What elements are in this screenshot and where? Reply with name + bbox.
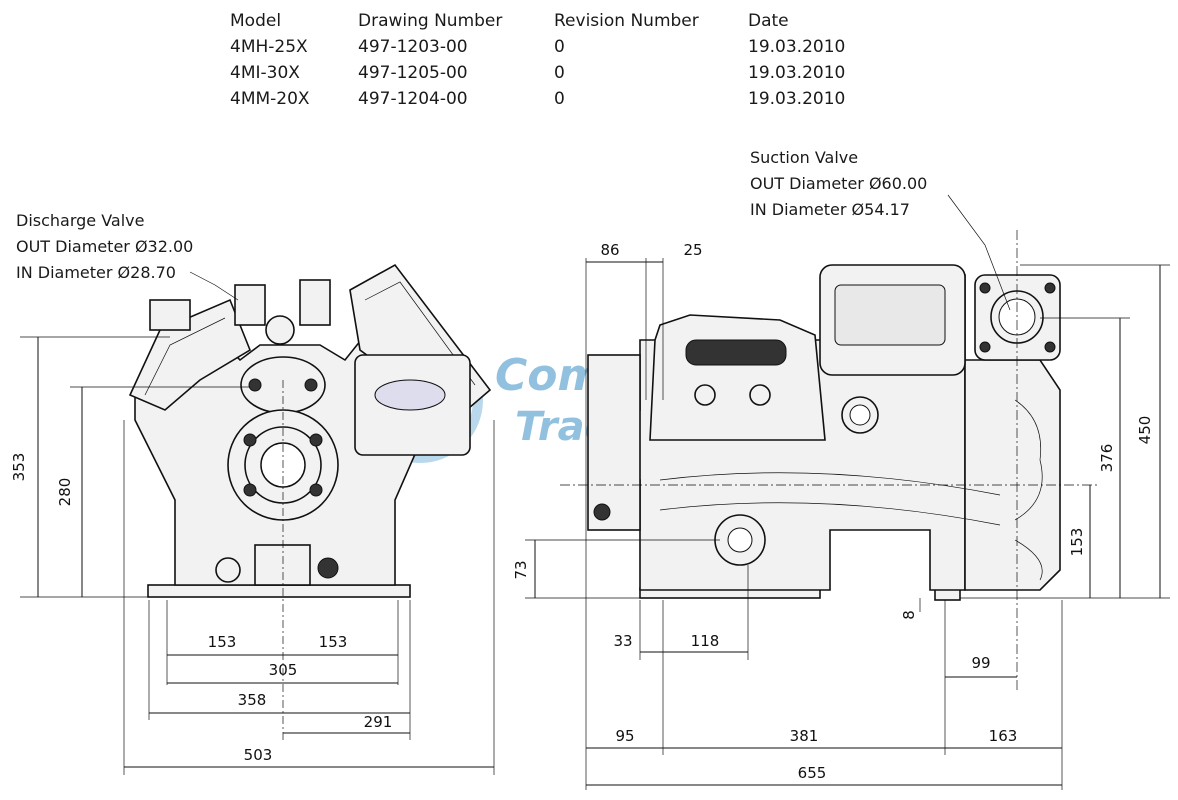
date-cell: 19.03.2010 (748, 89, 846, 109)
table-row: 4MH-25X 497-1203-00 0 19.03.2010 (230, 34, 868, 60)
revision-cell: 0 (554, 37, 565, 57)
dim-front-foot-span: 305 (269, 661, 298, 679)
header-model: Model (230, 11, 282, 31)
dim-side-suction-offset: 99 (971, 654, 990, 672)
side-view-compressor (560, 230, 1100, 690)
discharge-valve-title: Discharge Valve (16, 211, 145, 230)
date-cell: 19.03.2010 (748, 63, 846, 83)
discharge-valve-note: Discharge Valve OUT Diameter Ø32.00 IN D… (16, 208, 193, 286)
dim-side-top-small: 25 (683, 241, 702, 259)
front-view-compressor (128, 263, 492, 740)
dim-side-left-overhang: 95 (615, 727, 634, 745)
suction-valve-title: Suction Valve (750, 148, 859, 167)
dim-front-half-left: 153 (208, 633, 237, 651)
drawing-number-cell: 497-1205-00 (358, 63, 468, 83)
dim-side-foot-span: 381 (790, 727, 819, 745)
revision-cell: 0 (554, 89, 565, 109)
dim-side-foot-height: 8 (900, 610, 918, 620)
front-view-dimensions: 353 280 153 153 305 358 291 503 (10, 271, 495, 775)
dim-side-overall-length: 655 (798, 764, 827, 782)
dim-side-height-port: 73 (512, 560, 530, 579)
dim-side-top-left: 86 (600, 241, 619, 259)
drawing-number-cell: 497-1204-00 (358, 89, 468, 109)
dim-side-foot-offset: 33 (613, 632, 632, 650)
dim-side-height-suction: 376 (1098, 444, 1116, 473)
suction-valve-out-diameter: OUT Diameter Ø60.00 (750, 174, 928, 193)
model-cell: 4MH-25X (230, 37, 308, 57)
header-date: Date (748, 11, 789, 31)
dim-front-height-shaft: 280 (56, 478, 74, 507)
dim-front-overall-width: 503 (244, 746, 273, 764)
model-cell: 4MM-20X (230, 89, 310, 109)
header-drawing-number: Drawing Number (358, 11, 503, 31)
dim-side-port-offset: 118 (691, 632, 720, 650)
discharge-valve-out-diameter: OUT Diameter Ø32.00 (16, 237, 194, 256)
table-row: 4MI-30X 497-1205-00 0 19.03.2010 (230, 60, 868, 86)
dim-front-shaft-offset: 291 (364, 713, 393, 731)
dim-side-height-total: 450 (1136, 416, 1154, 445)
drawing-number-cell: 497-1203-00 (358, 37, 468, 57)
spec-table-header: Model Drawing Number Revision Number Dat… (230, 8, 868, 34)
discharge-valve-in-diameter: IN Diameter Ø28.70 (16, 263, 176, 282)
revision-cell: 0 (554, 63, 565, 83)
model-cell: 4MI-30X (230, 63, 300, 83)
dim-side-right-overhang: 163 (989, 727, 1018, 745)
suction-valve-in-diameter: IN Diameter Ø54.17 (750, 200, 910, 219)
dim-front-half-right: 153 (319, 633, 348, 651)
dim-front-base-width: 358 (238, 691, 267, 709)
suction-valve-note: Suction Valve OUT Diameter Ø60.00 IN Dia… (750, 145, 927, 223)
side-view-dimensions: 86 25 450 376 153 73 8 33 118 99 95 381 … (512, 194, 1170, 790)
table-row: 4MM-20X 497-1204-00 0 19.03.2010 (230, 86, 868, 112)
dim-front-height-total: 353 (10, 453, 28, 482)
date-cell: 19.03.2010 (748, 37, 846, 57)
dim-side-height-axis: 153 (1068, 528, 1086, 557)
header-revision-number: Revision Number (554, 11, 699, 31)
spec-table: Model Drawing Number Revision Number Dat… (230, 8, 868, 112)
